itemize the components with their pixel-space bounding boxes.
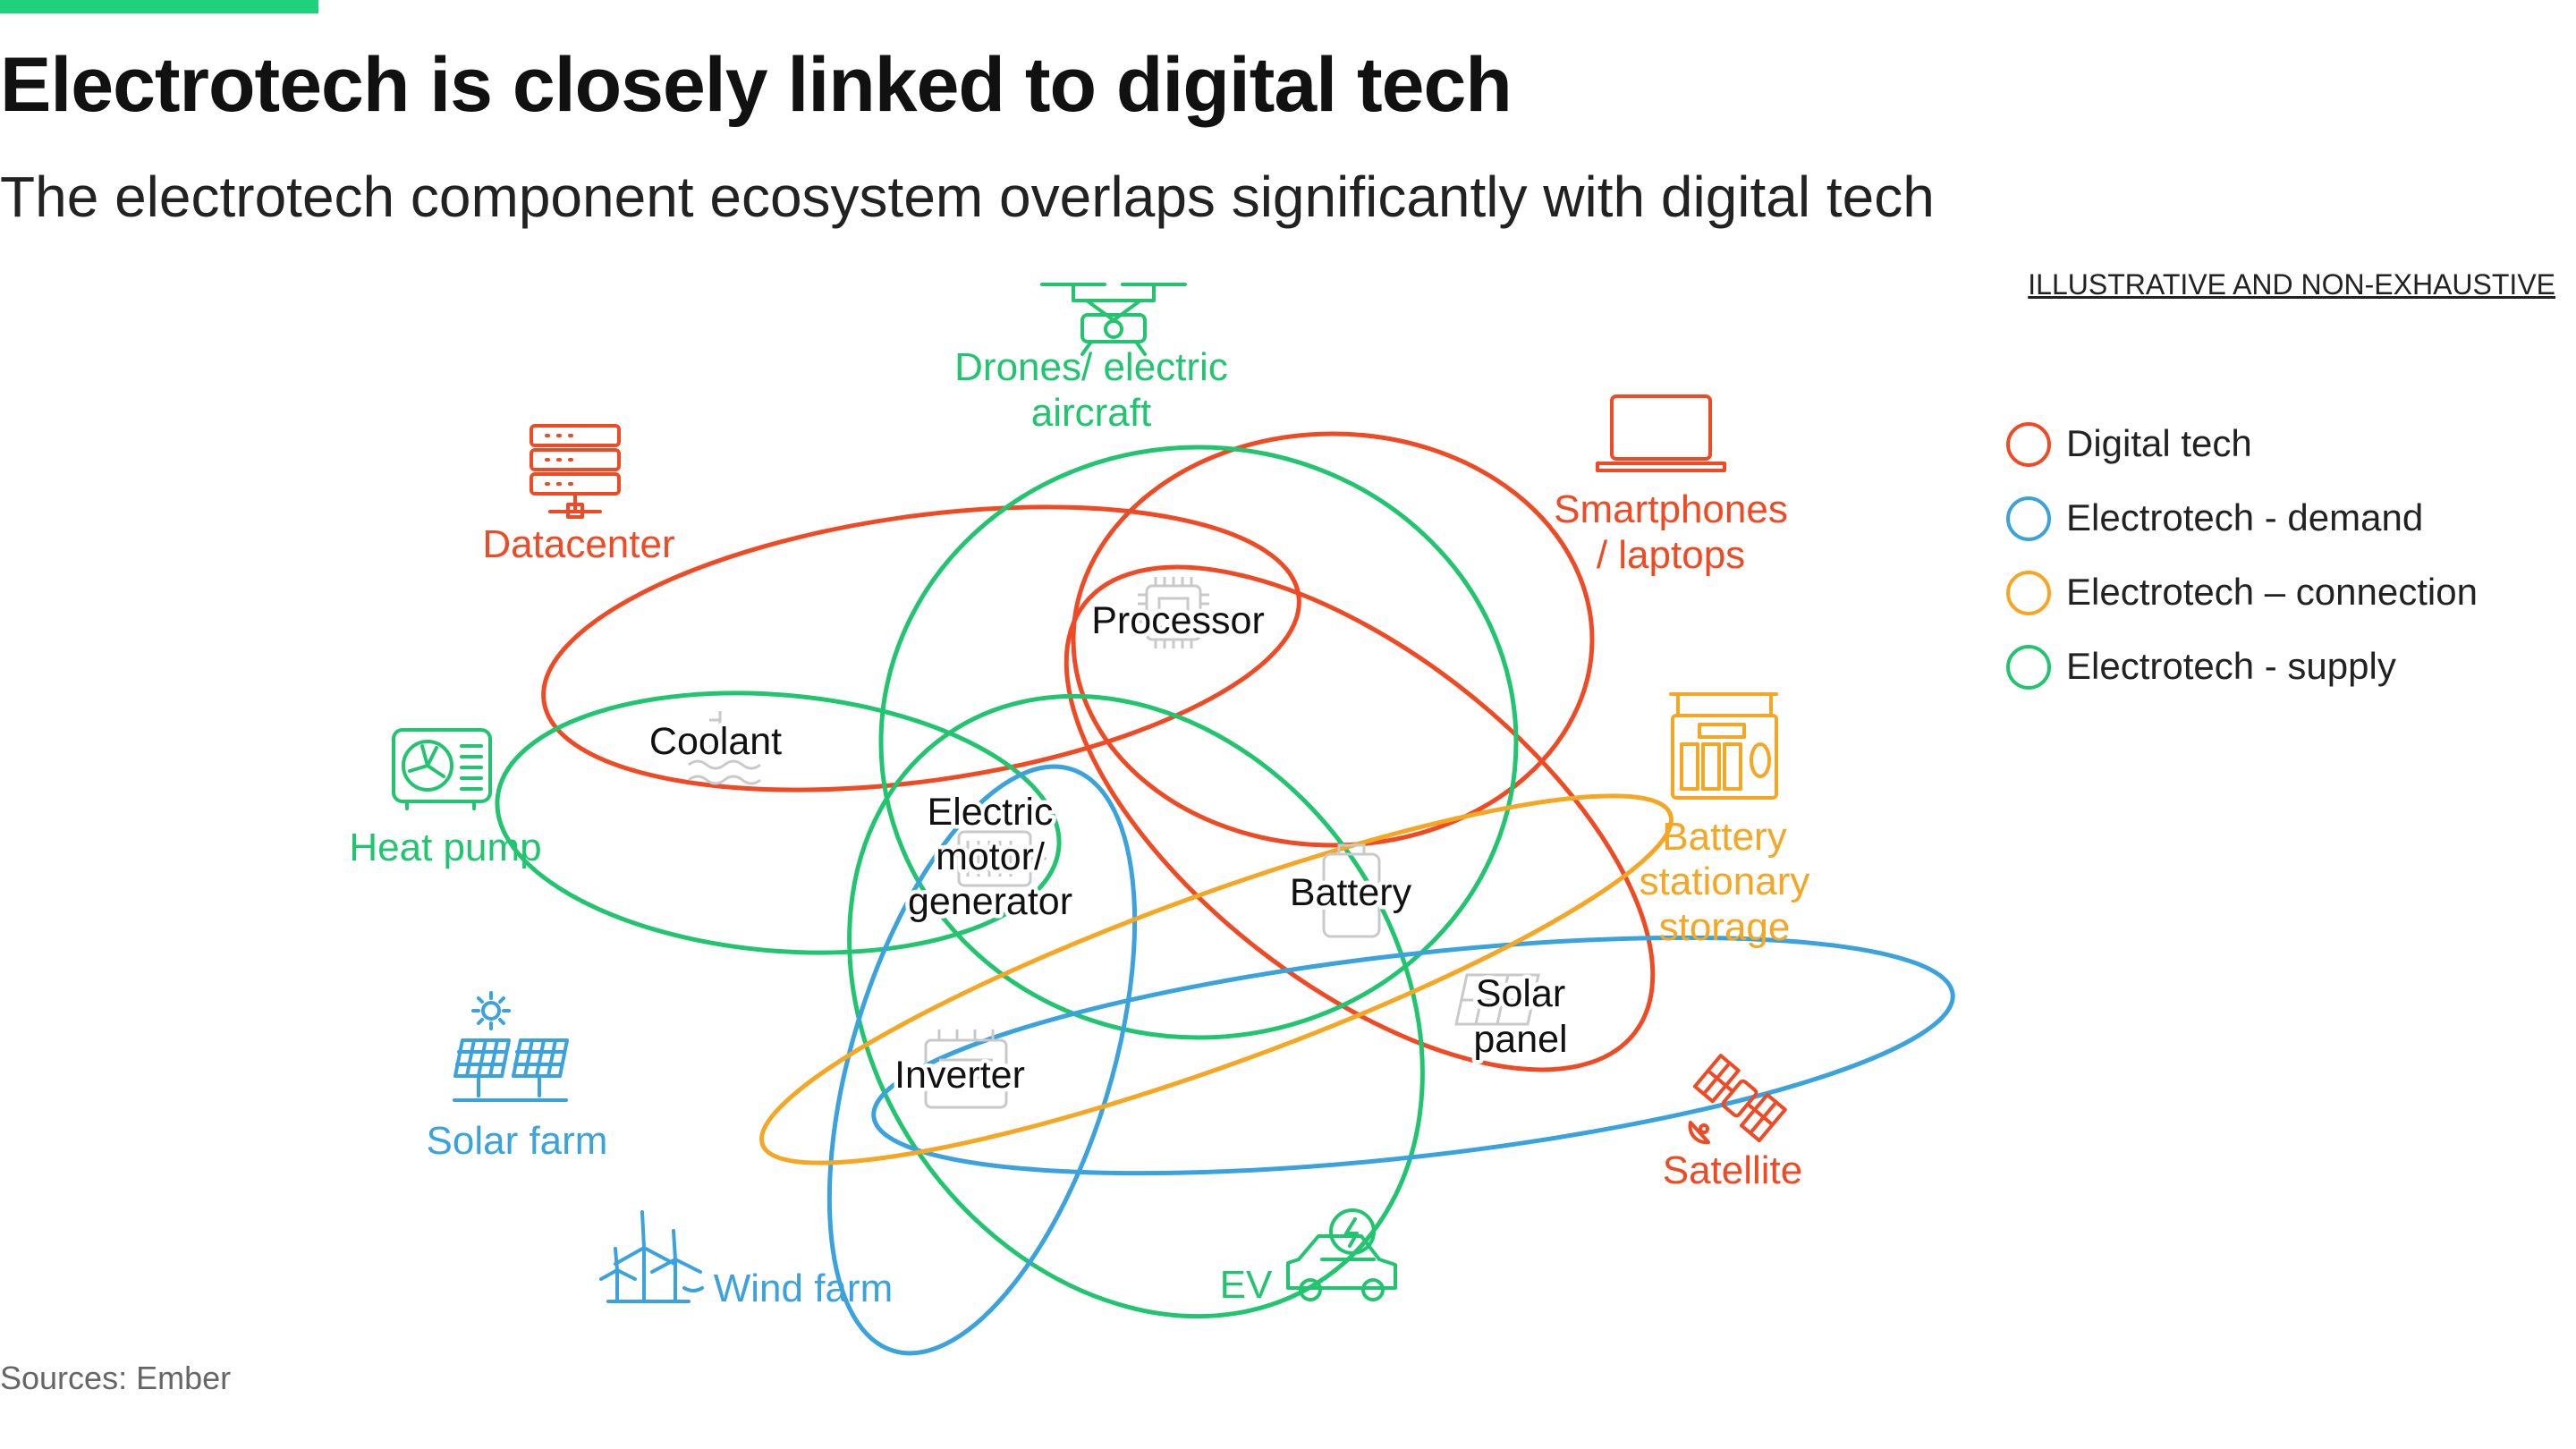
legend-item-supply: Electrotech - supply [2006, 645, 2396, 690]
legend-marker-digital [2006, 422, 2051, 467]
legend: Digital tech Electrotech - demand Electr… [2006, 422, 2478, 690]
label-solar-panel-line2: panel [1473, 1018, 1567, 1061]
battery-icon [1322, 843, 1381, 938]
laptop-icon [1596, 394, 1726, 472]
connection-ellipse-storage [759, 793, 1674, 1165]
label-coolant: Coolant [649, 720, 782, 763]
satellite-icon [1688, 1054, 1787, 1145]
page-title: Electrotech is closely linked to digital… [0, 42, 1513, 128]
label-battery-storage-line2: stationary [1640, 860, 1810, 903]
label-wind-farm: Wind farm [714, 1267, 893, 1310]
digital-ellipse-satellite [1063, 564, 1656, 1072]
legend-marker-demand [2006, 496, 2051, 541]
legend-item-digital: Digital tech [2006, 422, 2252, 467]
coolant-icon [688, 711, 761, 785]
battery-storage-icon [1669, 692, 1778, 800]
legend-item-demand: Electrotech - demand [2006, 496, 2423, 541]
server-rack-icon [530, 424, 621, 519]
chip-icon [1138, 577, 1209, 648]
digital-ellipse-datacenter [541, 504, 1301, 792]
label-battery: Battery [1290, 871, 1412, 914]
label-motor-line3: generator [908, 880, 1072, 923]
heat-pump-icon [392, 728, 492, 810]
label-satellite: Satellite [1663, 1148, 1803, 1192]
label-inverter: Inverter [894, 1054, 1025, 1097]
label-heat-pump: Heat pump [349, 826, 541, 869]
wind-turbine-icon [599, 1210, 704, 1303]
accent-bar [0, 0, 318, 13]
component-icons [688, 577, 1540, 1109]
electric-car-icon [1286, 1208, 1397, 1301]
label-motor-line2: motor/ [936, 835, 1045, 878]
legend-label-demand: Electrotech - demand [2066, 496, 2423, 538]
legend-label-digital: Digital tech [2066, 422, 2252, 464]
ellipse-group [495, 431, 1955, 1356]
disclaimer-note: ILLUSTRATIVE AND NON-EXHAUSTIVE [2028, 268, 2555, 301]
demand-ellipse-windfarm [826, 764, 1138, 1356]
demand-ellipse-solarfarm [871, 935, 1955, 1176]
label-ev: EV [1220, 1263, 1273, 1307]
legend-label-connection: Electrotech – connection [2066, 571, 2478, 613]
label-motor-line1: Electric [928, 791, 1054, 834]
source-note: Sources: Ember [0, 1360, 232, 1396]
label-smartphones-line2: / laptops [1597, 533, 1745, 577]
motor-icon [957, 830, 1046, 887]
legend-label-supply: Electrotech - supply [2066, 645, 2396, 687]
page-subtitle: The electrotech component ecosystem over… [0, 165, 1935, 229]
legend-marker-supply [2006, 645, 2051, 690]
solar-panel-icon [453, 991, 569, 1102]
application-icons [392, 283, 1787, 1303]
supply-ellipse-ev [847, 693, 1425, 1319]
drone-icon [1040, 283, 1187, 356]
application-labels: Drones/ electric aircraft Datacenter Sma… [349, 345, 1809, 1310]
label-smartphones-line1: Smartphones [1554, 487, 1788, 531]
inverter-icon [924, 1030, 1008, 1109]
supply-ellipse-heatpump [495, 691, 1062, 955]
legend-marker-connection [2006, 571, 2051, 615]
small-panel-icon [1454, 973, 1540, 1026]
label-datacenter: Datacenter [482, 522, 674, 566]
label-solar-farm: Solar farm [427, 1119, 608, 1163]
label-battery-storage-line3: storage [1659, 905, 1791, 949]
label-processor: Processor [1091, 599, 1265, 642]
legend-item-connection: Electrotech – connection [2006, 571, 2478, 615]
label-drones-line1: Drones/ electric [954, 345, 1228, 389]
label-solar-panel-line1: Solar [1476, 972, 1565, 1015]
label-drones-line2: aircraft [1031, 391, 1151, 435]
component-labels: Processor Coolant Electric motor/ genera… [645, 596, 1572, 1101]
supply-ellipse-drones [878, 445, 1519, 1040]
label-battery-storage-line1: Battery [1662, 815, 1786, 859]
digital-ellipse-smartphones [1071, 431, 1595, 848]
